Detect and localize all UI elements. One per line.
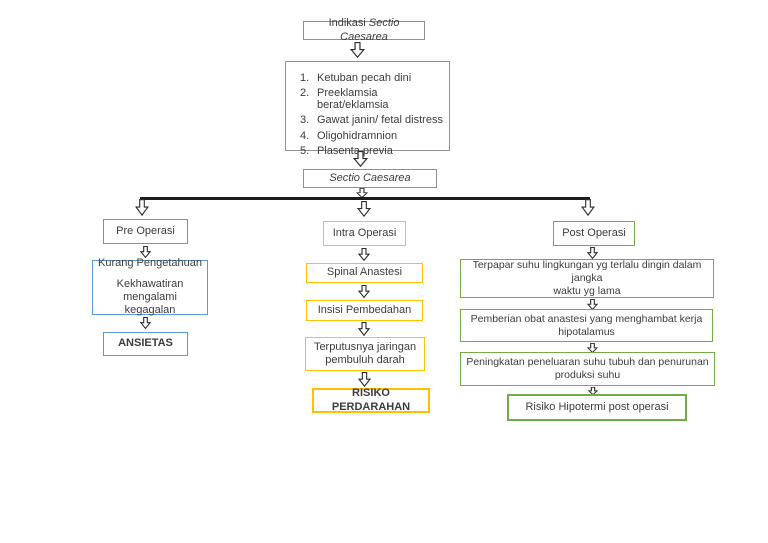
branch-connector-line [140,197,590,200]
risiko-perdarahan-label: RISIKO PERDARAHAN [331,387,411,413]
list-item-text: Plasenta previa [317,144,393,157]
down-arrow-icon [581,199,595,216]
down-arrow-icon [587,247,598,259]
ansietas-label: ANSIETAS [118,337,173,350]
list-item: 5. Plasenta previa [286,145,449,157]
down-arrow-icon [587,299,598,310]
post-cause-2-line: hipotalamus [558,325,615,338]
down-arrow-icon [358,285,370,298]
intra-operasi-label: Intra Operasi [332,226,397,239]
risiko-hipotermi-box: Risiko Hipotermi post operasi [507,394,687,421]
list-item: 3. Gawat janin/ fetal distress [286,114,449,126]
list-item-text: Preeklamsia berat/eklamsia [317,87,389,112]
post-operasi-label: Post Operasi [562,226,626,239]
post-cause-1-line: waktu yg lama [553,284,621,297]
list-item-text: Gawat janin/ fetal distress [317,114,443,127]
post-operasi-header: Post Operasi [553,221,635,246]
list-item-number: 3. [300,114,310,127]
list-item-number: 2. [300,87,310,100]
risiko-hipotermi-label: Risiko Hipotermi post operasi [525,400,669,413]
down-arrow-icon [140,317,151,329]
insisi-pembedahan-box: Insisi Pembedahan [306,300,423,321]
pre-cause-line: kegagalan [124,304,176,317]
down-arrow-icon [358,322,370,336]
post-cause-3-line: Peningkatan peneluaran suhu tubuh dan pe… [466,356,709,369]
terputusnya-line: Terputusnya jaringan [313,340,417,353]
list-item-number: 1. [300,72,310,84]
down-arrow-icon [358,248,370,261]
down-arrow-icon [135,199,149,216]
down-arrow-icon [587,343,598,353]
down-arrow-icon [357,201,371,217]
down-arrow-icon [358,372,371,387]
indication-list: 1. Ketuban pecah dini 2. Preeklamsia ber… [285,61,450,157]
list-item-text: Ketuban pecah dini [317,72,412,84]
down-arrow-icon [353,151,368,167]
ansietas-box: ANSIETAS [103,332,188,356]
spinal-anastesi-label: Spinal Anastesi [326,266,403,279]
title-prefix: Indikasi [328,17,366,30]
post-cause-1-box: Terpapar suhu lingkungan yg terlalu ding… [460,259,714,298]
post-cause-3-box: Peningkatan peneluaran suhu tubuh dan pe… [460,352,715,386]
sectio-caesarea-box: Sectio Caesarea [303,169,437,188]
spinal-anastesi-box: Spinal Anastesi [306,263,423,283]
terputusnya-line: pembuluh darah [325,354,405,366]
down-arrow-icon [588,387,598,395]
list-item-number: 5. [300,144,310,157]
list-item-number: 4. [300,129,310,142]
intra-operasi-header: Intra Operasi [323,221,406,246]
list-item: 2. Preeklamsia berat/eklamsia [286,87,449,111]
post-cause-1-line: Terpapar suhu lingkungan yg terlalu ding… [472,259,702,285]
pre-cause-line: Kekhawatiran mengalami [116,277,184,303]
pre-operasi-header: Pre Operasi [103,219,188,244]
list-item: 4. Oligohidramnion [286,130,449,142]
list-item: 1. Ketuban pecah dini [286,72,449,84]
post-cause-2-line: Pemberian obat anastesi yang menghambat … [470,312,703,325]
post-cause-2-box: Pemberian obat anastesi yang menghambat … [460,309,713,342]
down-arrow-icon [356,188,368,198]
post-cause-3-line: produksi suhu [554,369,621,381]
insisi-pembedahan-label: Insisi Pembedahan [317,303,412,316]
sectio-caesarea-label: Sectio Caesarea [329,171,411,184]
title-procedure: Sectio Caesarea [340,17,400,43]
pre-operasi-label: Pre Operasi [116,224,175,237]
list-item-text: Oligohidramnion [317,129,398,142]
pre-cause-box: Kurang Pengetahuan Kekhawatiran mengalam… [92,257,208,317]
down-arrow-icon [140,246,151,258]
pre-cause-line: Kurang Pengetahuan [98,257,202,270]
down-arrow-icon [350,42,365,58]
terputusnya-jaringan-box: Terputusnya jaringan pembuluh darah [305,337,425,371]
risiko-perdarahan-box: RISIKO PERDARAHAN [312,387,430,413]
